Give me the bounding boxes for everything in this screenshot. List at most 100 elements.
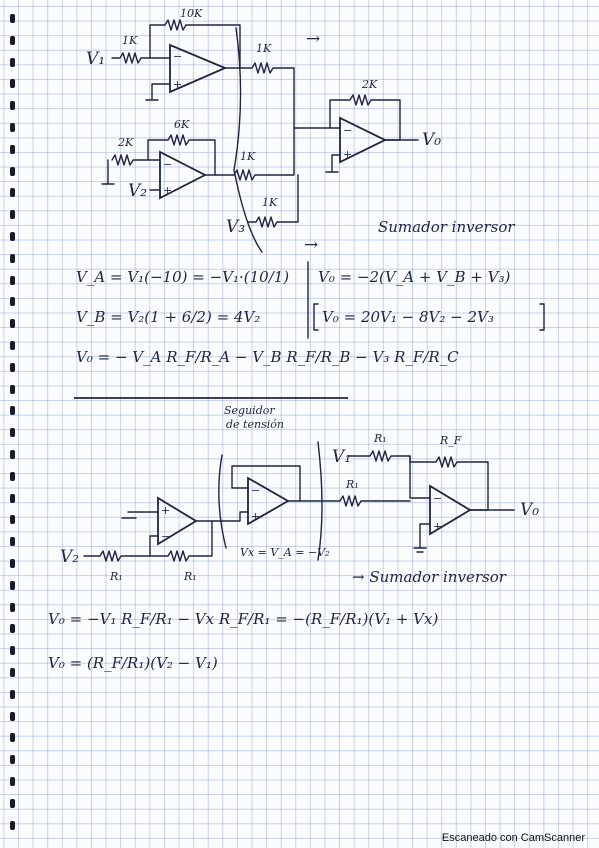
binding-hole bbox=[10, 559, 15, 568]
c2-output-v0: V₀ bbox=[520, 500, 539, 520]
binding-hole bbox=[10, 79, 15, 89]
c2-input-v1: V₁ bbox=[332, 447, 351, 467]
c2-ground-left bbox=[121, 511, 143, 519]
c2-opamp-sum bbox=[429, 484, 472, 536]
c1-opamp-2 bbox=[159, 150, 207, 200]
binding-hole bbox=[10, 362, 15, 372]
c1-ground-1 bbox=[145, 83, 171, 101]
c2-caption-sum: → Sumador inversor bbox=[352, 568, 507, 586]
binding-hole bbox=[10, 123, 15, 132]
c1-label-r-out1: 1K bbox=[256, 42, 272, 55]
c1-opamp-1 bbox=[169, 43, 228, 94]
eq1-vo-sum: V₀ = −2(V_A + V_B + V₃) bbox=[318, 268, 510, 286]
equations-block-2: V₀ = −V₁ R_F/R₁ − Vx R_F/R₁ = −(R_F/R₁)(… bbox=[48, 610, 438, 672]
c2-resistor-fb bbox=[149, 520, 213, 562]
c1-arrow-bottom: → bbox=[304, 235, 318, 255]
binding-hole bbox=[10, 319, 15, 329]
c1-feedback-1 bbox=[149, 19, 241, 69]
binding-hole bbox=[10, 493, 15, 503]
c1-label-r-in2: 2K bbox=[117, 136, 134, 149]
binding-hole bbox=[10, 689, 15, 699]
c1-input-v3: V₃ bbox=[226, 217, 245, 237]
scanner-watermark: Escaneado con CamScanner bbox=[441, 832, 585, 844]
c1-resistor-in1 bbox=[111, 52, 171, 64]
svg-text:−: − bbox=[343, 124, 352, 137]
c2-caption-follower-1: Seguidor bbox=[224, 404, 275, 417]
svg-text:+: + bbox=[161, 504, 170, 517]
binding-hole bbox=[10, 188, 15, 198]
binding-hole bbox=[10, 57, 15, 67]
binding-hole bbox=[10, 166, 15, 176]
eq2-vo-line2: V₀ = (R_F/R₁)(V₂ − V₁) bbox=[48, 654, 218, 672]
c1-caption: Sumador inversor bbox=[378, 218, 515, 236]
eq1-va: V_A = V₁(−10) = −V₁·(10/1) bbox=[76, 268, 289, 286]
binding-hole bbox=[10, 341, 15, 350]
c1-resistor-out2 bbox=[214, 127, 295, 181]
binding-hole bbox=[10, 777, 15, 786]
binding-hole bbox=[10, 580, 15, 590]
binding-hole bbox=[10, 210, 15, 220]
binding-hole bbox=[10, 537, 15, 547]
binding-hole bbox=[10, 428, 15, 438]
svg-text:−: − bbox=[161, 530, 170, 543]
binding-hole bbox=[10, 515, 15, 525]
c1-arrow-top: → bbox=[306, 29, 320, 49]
binding-hole bbox=[10, 297, 15, 307]
c1-label-r-in1: 1K bbox=[122, 34, 138, 47]
binding-hole bbox=[10, 733, 15, 743]
c2-label-r1-b: R₁ bbox=[345, 478, 359, 491]
binding-hole bbox=[10, 820, 15, 830]
binding-hole bbox=[10, 253, 15, 263]
binding-hole bbox=[10, 711, 15, 721]
binding-hole bbox=[10, 624, 15, 634]
c2-label-rf: R_F bbox=[439, 434, 462, 447]
c1-section-break-curve bbox=[233, 27, 263, 253]
svg-text:+: + bbox=[433, 520, 442, 533]
c1-label-r-fb-sum: 2K bbox=[361, 78, 378, 91]
svg-text:−: − bbox=[251, 484, 260, 497]
c1-opamp-sum bbox=[339, 116, 388, 164]
c2-resistor-in bbox=[83, 535, 159, 562]
c1-label-r-out3: 1K bbox=[262, 196, 278, 209]
binding-hole bbox=[10, 646, 15, 656]
c2-opamp-inverter bbox=[157, 496, 198, 546]
svg-text:+: + bbox=[251, 510, 260, 523]
svg-text:+: + bbox=[343, 148, 352, 161]
svg-text:+: + bbox=[173, 78, 182, 91]
eq2-vo-line1: V₀ = −V₁ R_F/R₁ − Vx R_F/R₁ = −(R_F/R₁)(… bbox=[48, 610, 438, 628]
c2-resistor-v1 bbox=[347, 450, 431, 499]
svg-text:−: − bbox=[163, 158, 172, 171]
binding-hole bbox=[10, 35, 15, 45]
binding-hole bbox=[10, 275, 15, 285]
spiral-binding-holes bbox=[10, 0, 20, 848]
c2-section-break-2 bbox=[317, 441, 323, 561]
circuit-1-schematic: V₁ 1K − + 10K 1K → 2K − + 6K V₂ bbox=[86, 7, 515, 255]
eq1-vo-general: V₀ = − V_A R_F/R_A − V_B R_F/R_B − V₃ R_… bbox=[76, 348, 459, 366]
c2-resistor-vx bbox=[321, 495, 411, 507]
binding-hole bbox=[10, 144, 15, 154]
c2-label-r1-c: R₁ bbox=[109, 570, 123, 583]
binding-hole bbox=[10, 668, 15, 677]
binding-hole bbox=[10, 755, 15, 765]
binding-hole bbox=[10, 406, 15, 416]
circuit-2-schematic: Seguidor de tensión + − V₂ R₁ R₁ − + Vx … bbox=[60, 404, 539, 586]
c2-label-r1-a: R₁ bbox=[373, 432, 387, 445]
c1-label-r-fb1: 10K bbox=[180, 7, 203, 20]
eq1-result-bracket bbox=[313, 303, 545, 331]
eq1-vb: V_B = V₂(1 + 6/2) = 4V₂ bbox=[76, 308, 260, 326]
c2-caption-follower-2: de tensión bbox=[226, 418, 284, 431]
svg-text:−: − bbox=[433, 492, 442, 505]
c1-output-v0: V₀ bbox=[422, 130, 441, 150]
svg-text:−: − bbox=[173, 50, 182, 63]
eq1-vo-result: V₀ = 20V₁ − 8V₂ − 2V₃ bbox=[322, 308, 494, 326]
binding-hole bbox=[10, 384, 15, 394]
binding-hole bbox=[10, 450, 15, 459]
c2-ground-sum bbox=[413, 523, 431, 553]
c1-label-r-out2: 1K bbox=[240, 150, 256, 163]
equations-block-1: V_A = V₁(−10) = −V₁·(10/1) V_B = V₂(1 + … bbox=[76, 261, 545, 366]
c1-feedback-sum bbox=[329, 94, 401, 141]
binding-hole bbox=[10, 101, 15, 111]
c2-follower-feedback bbox=[231, 465, 301, 502]
